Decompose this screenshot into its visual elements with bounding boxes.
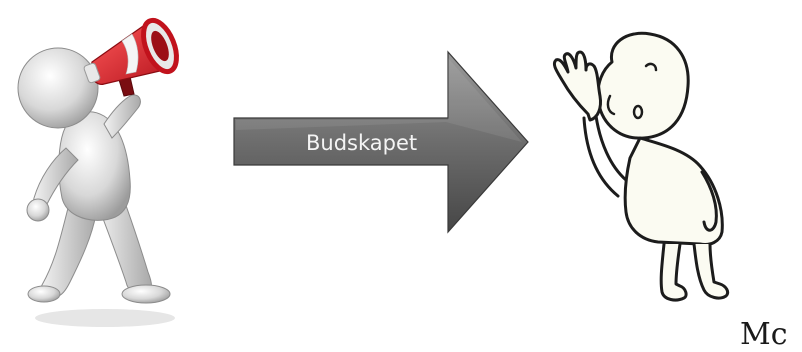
- sender-head: [18, 48, 98, 128]
- sender-fist: [27, 199, 49, 221]
- sender-figure: [18, 16, 183, 327]
- message-arrow: Budskapet: [234, 52, 528, 232]
- megaphone-icon: [83, 16, 183, 96]
- receiver-figure: [554, 33, 727, 300]
- sender-front-foot: [122, 285, 170, 303]
- message-arrow-label: Budskapet: [306, 131, 417, 155]
- sender-back-foot: [28, 286, 60, 302]
- artist-signature: Mc: [740, 317, 788, 352]
- receiver-head: [598, 33, 688, 138]
- ground-shadow: [35, 309, 175, 327]
- receiver-right-leg: [694, 244, 728, 298]
- receiver-left-leg: [661, 244, 686, 300]
- receiver-mouth: [634, 106, 642, 118]
- receiver-cupped-hand-icon: [554, 52, 600, 120]
- sender-upper-arm: [104, 95, 140, 138]
